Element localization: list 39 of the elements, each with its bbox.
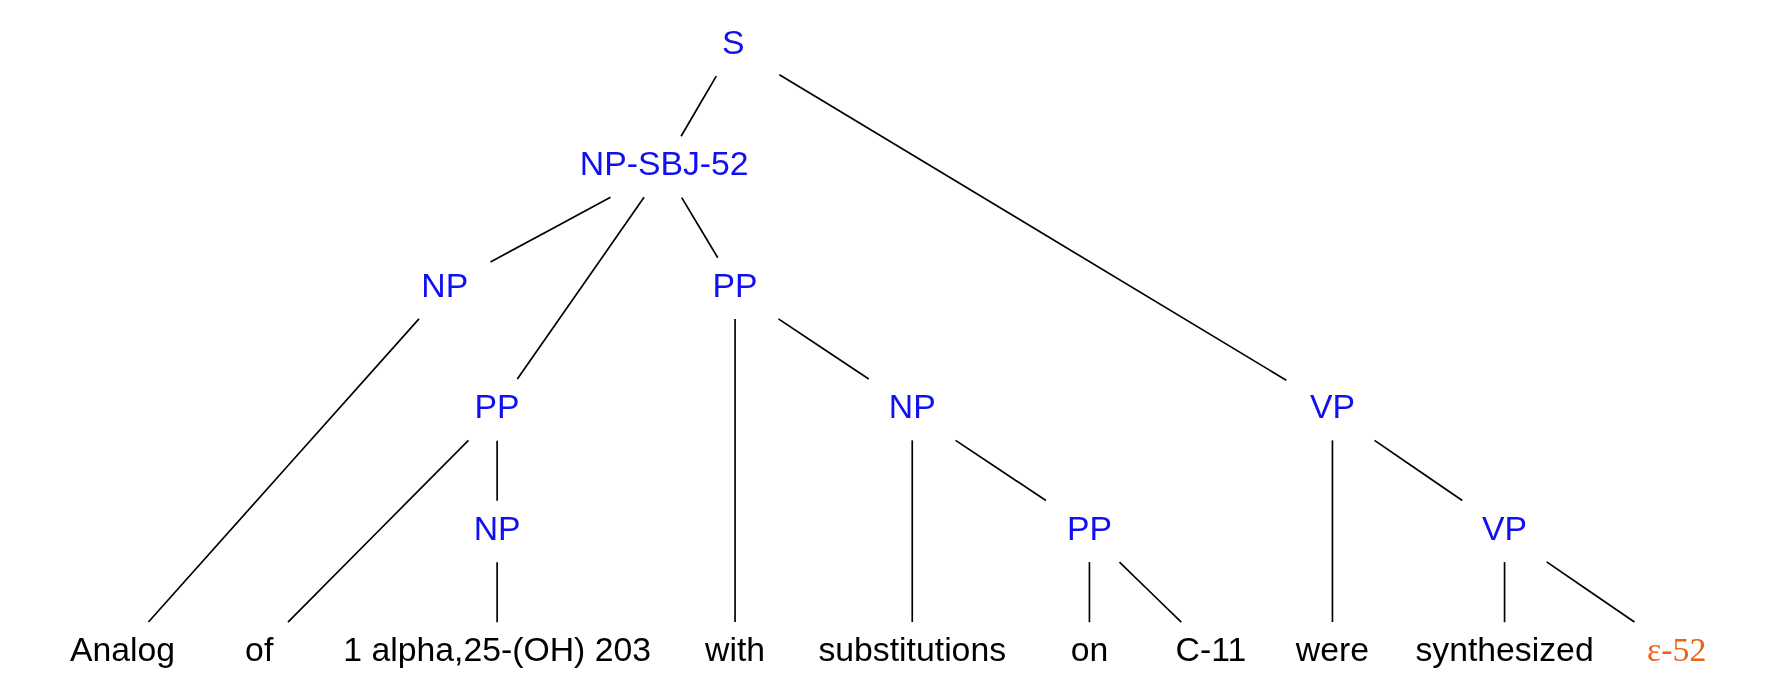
connector	[680, 75, 718, 138]
connector	[1503, 561, 1506, 624]
node-text: S	[722, 22, 745, 61]
connector	[147, 318, 420, 623]
node-text: were	[1295, 630, 1370, 669]
node-text: synthesized	[1415, 630, 1594, 669]
node-text: of	[245, 630, 274, 669]
node-text: ε-52	[1647, 631, 1707, 669]
node-text: on	[1070, 630, 1109, 669]
connector	[911, 439, 914, 623]
node-text: C-11	[1175, 630, 1247, 669]
node-text: VP	[1482, 508, 1528, 547]
connector	[496, 439, 498, 502]
connector	[496, 561, 498, 624]
connector	[1545, 561, 1636, 623]
node-text: NP-SBJ-52	[579, 144, 749, 183]
node-text: NP	[888, 387, 936, 426]
connector	[1373, 439, 1464, 502]
connector	[1088, 561, 1091, 624]
node-text: 1 alpha,25-(OH) 203	[343, 630, 651, 669]
node-text: PP	[1066, 508, 1112, 547]
node-text: substitutions	[818, 630, 1007, 669]
node-text: VP	[1309, 387, 1355, 426]
connector	[680, 196, 719, 259]
connector	[287, 439, 470, 623]
connector	[516, 196, 645, 380]
connector	[489, 196, 612, 263]
node-text: PP	[474, 387, 520, 426]
connector	[1331, 439, 1334, 623]
connector	[778, 73, 1288, 382]
connector	[954, 439, 1047, 502]
node-text: NP	[421, 265, 469, 304]
node-text: with	[705, 630, 766, 669]
connector	[1118, 561, 1183, 624]
connector	[734, 318, 736, 623]
node-text: NP	[473, 508, 521, 547]
connector	[777, 318, 870, 380]
node-text: PP	[712, 265, 758, 304]
node-text: Analog	[69, 630, 176, 669]
